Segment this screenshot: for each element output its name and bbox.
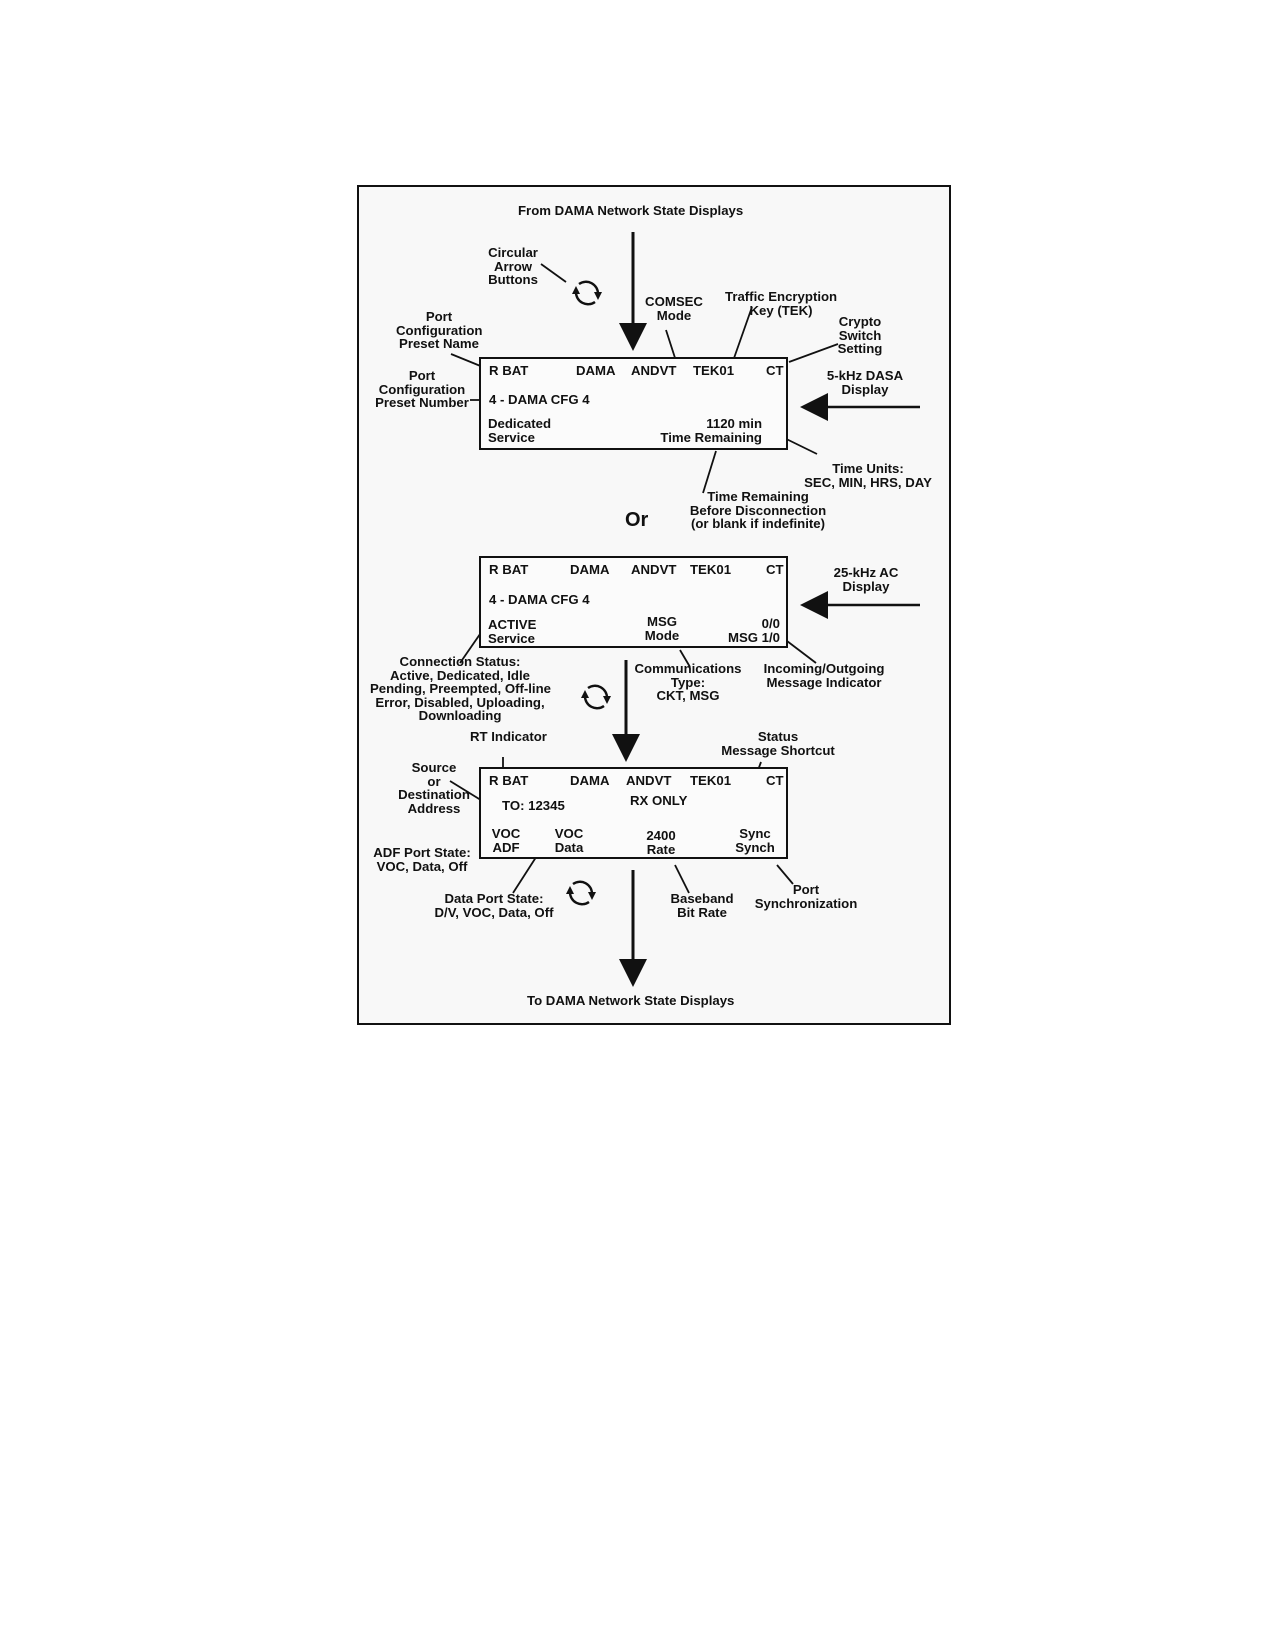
from-network-label: From DAMA Network State Displays [518, 203, 744, 218]
circular-arrows-icon [564, 880, 598, 906]
or-label: Or [625, 509, 649, 531]
dasa-5khz-display [479, 357, 788, 450]
preset-value: 4 - DAMA CFG 4 [489, 392, 590, 407]
rt-indicator-label: RT Indicator [470, 729, 547, 744]
time-units-label: Time Units:SEC, MIN, HRS, DAY [804, 461, 932, 490]
connection-status-label: Connection Status:Active, Dedicated, Idl… [370, 654, 551, 724]
to-network-label: To DAMA Network State Displays [527, 993, 735, 1008]
circular-arrows-icon [570, 280, 604, 306]
ct-label: CT [766, 363, 784, 378]
ct-label: CT [766, 562, 784, 577]
rbat-label: R BAT [489, 773, 529, 788]
tek-value: TEK01 [690, 773, 732, 788]
port-state-display [479, 767, 788, 859]
arrow-down-icon [619, 232, 647, 351]
tek-value: TEK01 [693, 363, 735, 378]
tek-value: TEK01 [690, 562, 732, 577]
circular-arrows-icon [579, 684, 613, 710]
data-port-state-label: Data Port State:D/V, VOC, Data, Off [434, 891, 554, 920]
rbat-label: R BAT [489, 363, 529, 378]
andvt-label: ANDVT [631, 562, 677, 577]
address-value: TO: 12345 [502, 798, 565, 813]
adf-state-label: ADF Port State:VOC, Data, Off [373, 845, 471, 874]
arrow-left-icon [800, 591, 920, 619]
rbat-label: R BAT [489, 562, 529, 577]
dama-label: DAMA [570, 562, 610, 577]
dama-label: DAMA [570, 773, 610, 788]
arrow-left-icon [800, 393, 920, 421]
dama-label: DAMA [576, 363, 616, 378]
leader-lines [449, 263, 839, 894]
ct-label: CT [766, 773, 784, 788]
rx-only-value: RX ONLY [630, 793, 688, 808]
arrow-down-icon [612, 660, 640, 762]
andvt-label: ANDVT [631, 363, 677, 378]
arrow-down-icon [619, 870, 647, 987]
andvt-label: ANDVT [626, 773, 672, 788]
ac-25khz-display [479, 556, 788, 648]
preset-value: 4 - DAMA CFG 4 [489, 592, 590, 607]
